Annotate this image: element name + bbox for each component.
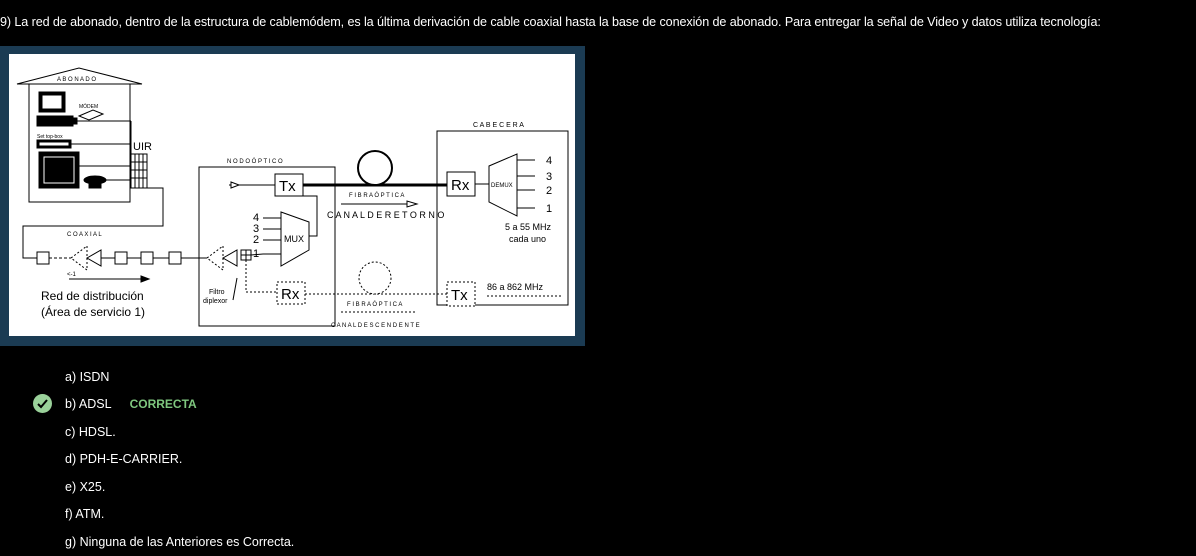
svg-text:4: 4: [253, 212, 259, 224]
svg-text:Filtro: Filtro: [209, 289, 225, 296]
distribution-chain: <-1 Red de distribución (Área de servici…: [36, 245, 238, 319]
svg-text:F I B R A Ó P T I C A: F I B R A Ó P T I C A: [349, 192, 404, 199]
svg-text:C A N A L D E S C E N D E N T: C A N A L D E S C E N D E N T E: [331, 323, 420, 329]
svg-text:5 a 55 MHz: 5 a 55 MHz: [505, 222, 552, 232]
svg-text:MÓDEM: MÓDEM: [79, 103, 98, 110]
uir-box: UIR: [130, 141, 152, 189]
coaxial-label: C O A X I A L: [67, 232, 102, 238]
svg-text:F I B R A Ó P T I C A: F I B R A Ó P T I C A: [347, 301, 402, 308]
computer-icon: [36, 91, 78, 127]
headend: C A B E C E R A Rx DEMUX 4 3 2 1 5 a 55 …: [436, 122, 569, 307]
answer-option-g[interactable]: g) Ninguna de las Anteriores es Correcta…: [65, 535, 295, 549]
answer-option-d[interactable]: d) PDH-E-CARRIER.: [65, 452, 183, 466]
cablemodem-diagram: A B O N A D O MÓDEM Set top-box: [9, 54, 575, 336]
node-rx: Rx: [281, 286, 300, 303]
svg-text:cada uno: cada uno: [509, 234, 546, 244]
svg-text:<-1: <-1: [67, 272, 77, 278]
svg-text:2: 2: [253, 234, 259, 246]
svg-text:UIR: UIR: [133, 141, 152, 153]
return-fiber: F I B R A Ó P T I C A C A N A L D E R E …: [303, 150, 447, 220]
downstream-fiber: F I B R A Ó P T I C A C A N A L D E S C …: [305, 261, 447, 329]
abonado-house: A B O N A D O: [16, 67, 143, 203]
figure-frame: A B O N A D O MÓDEM Set top-box: [0, 46, 585, 346]
answer-option-e[interactable]: e) X25.: [65, 480, 106, 494]
mux-label: MUX: [284, 234, 304, 244]
svg-text:DEMUX: DEMUX: [491, 183, 513, 189]
answer-option-b[interactable]: b) ADSL CORRECTA: [65, 396, 197, 412]
svg-text:3: 3: [546, 171, 552, 183]
headend-tx: Tx: [451, 287, 468, 304]
modem-icon: MÓDEM: [77, 103, 105, 121]
svg-text:diplexor: diplexor: [203, 298, 228, 305]
distribution-label: Red de distribución: [41, 289, 144, 303]
headend-rx: Rx: [451, 177, 470, 194]
svg-text:C A B E C E R A: C A B E C E R A: [473, 122, 524, 129]
telephone-icon: [83, 175, 107, 189]
answer-option-f[interactable]: f) ATM.: [65, 507, 105, 521]
answer-option-c[interactable]: c) HDSL.: [65, 425, 116, 439]
svg-text:C A N A L D E R E T O R N O: C A N A L D E R E T O R N O: [327, 210, 444, 220]
settopbox-icon: Set top-box: [36, 134, 80, 189]
question-text: 9) La red de abonado, dentro de la estru…: [0, 15, 1101, 29]
svg-text:N O D O Ó P T I C O: N O D O Ó P T I C O: [227, 158, 283, 165]
correct-badge: CORRECTA: [129, 397, 197, 411]
answer-label: b) ADSL: [65, 397, 112, 411]
svg-text:86 a 862 MHz: 86 a 862 MHz: [487, 282, 544, 292]
svg-text:3: 3: [253, 223, 259, 235]
service-area-label: (Área de servicio 1): [41, 304, 145, 319]
svg-text:1: 1: [253, 248, 259, 260]
check-icon: [33, 394, 52, 413]
svg-text:Set top-box: Set top-box: [37, 134, 63, 140]
svg-text:4: 4: [546, 155, 552, 167]
abonado-label: A B O N A D O: [57, 77, 96, 83]
node-tx: Tx: [279, 178, 296, 195]
answer-option-a[interactable]: a) ISDN: [65, 370, 110, 384]
svg-text:2: 2: [546, 185, 552, 197]
svg-text:1: 1: [546, 203, 552, 215]
optical-node: N O D O Ó P T I C O Tx MUX 4 3 2 1: [198, 158, 336, 327]
